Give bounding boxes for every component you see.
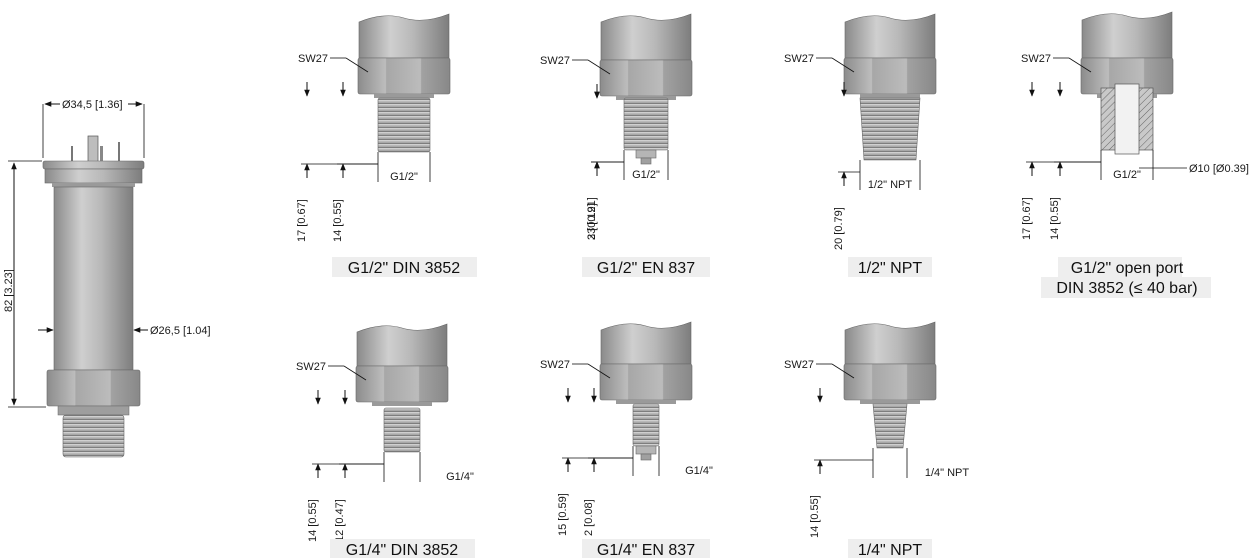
thread-size-label: G1/4" bbox=[446, 471, 474, 483]
main-dim-top: Ø34,5 [1.36] bbox=[62, 99, 123, 111]
length-dimension: 14 [0.55] bbox=[809, 495, 821, 538]
wrench-size-label: SW27 bbox=[784, 359, 814, 371]
caption-g14-en837: G1/4" EN 837 bbox=[597, 542, 695, 558]
main-sensor: Ø34,5 [1.36] 82 [3.23] Ø26,5 [1.04] bbox=[3, 99, 211, 458]
caption-g12-en837: G1/2" EN 837 bbox=[597, 260, 695, 277]
connector-variant: SW27 1/4" NPT 14 [0.55] bbox=[784, 321, 970, 538]
bore-diameter-label: Ø10 [Ø0.39] bbox=[1189, 163, 1249, 175]
length-dimension: 15 [0.59] bbox=[557, 493, 569, 536]
length-dimension: 14 [0.55] bbox=[332, 199, 344, 242]
wrench-size-label: SW27 bbox=[784, 53, 814, 65]
main-dim-body: Ø26,5 [1.04] bbox=[150, 325, 211, 337]
caption-12-npt: 1/2" NPT bbox=[858, 260, 923, 277]
caption-g12-din3852: G1/2" DIN 3852 bbox=[348, 260, 461, 277]
caption-14-npt: 1/4" NPT bbox=[858, 542, 923, 558]
caption-g14-din3852: G1/4" DIN 3852 bbox=[346, 542, 459, 558]
thread-size-label: G1/2" bbox=[1113, 169, 1141, 181]
captions: G1/2" DIN 3852 G1/2" EN 837 1/2" NPT G1/… bbox=[330, 257, 1211, 558]
thread-size-label: G1/2" bbox=[632, 169, 660, 181]
length-dimension: 2 [0.08] bbox=[583, 499, 595, 536]
caption-open-port-line1: G1/2" open port bbox=[1071, 260, 1184, 277]
thread-size-label: G1/4" bbox=[685, 465, 713, 477]
wrench-size-label: SW27 bbox=[540, 359, 570, 371]
wrench-size-label: SW27 bbox=[540, 55, 570, 67]
length-dimension: 12 [0.47] bbox=[334, 499, 346, 542]
length-dimension: 20 [0.79] bbox=[833, 207, 845, 250]
thread-size-label: G1/2" bbox=[390, 171, 418, 183]
length-dimension: 23 [0.91] bbox=[586, 197, 598, 240]
wrench-size-label: SW27 bbox=[296, 361, 326, 373]
connector-variant: SW27 1/2" NPT 20 [0.79] bbox=[784, 13, 937, 250]
length-dimension: 14 [0.55] bbox=[307, 499, 319, 542]
length-dimension: 17 [0.67] bbox=[296, 199, 308, 242]
thread-size-label: 1/2" NPT bbox=[868, 179, 913, 191]
length-dimension: 3 [0.12] bbox=[586, 203, 598, 240]
length-dimension: 17 [0.67] bbox=[1021, 197, 1033, 240]
caption-open-port-line2: DIN 3852 (≤ 40 bar) bbox=[1056, 280, 1197, 297]
thread-size-label: 1/4" NPT bbox=[925, 467, 970, 479]
length-dimension: 14 [0.55] bbox=[1049, 197, 1061, 240]
wrench-size-label: SW27 bbox=[1021, 53, 1051, 65]
wrench-size-label: SW27 bbox=[298, 53, 328, 65]
main-dim-height: 82 [3.23] bbox=[3, 269, 15, 312]
